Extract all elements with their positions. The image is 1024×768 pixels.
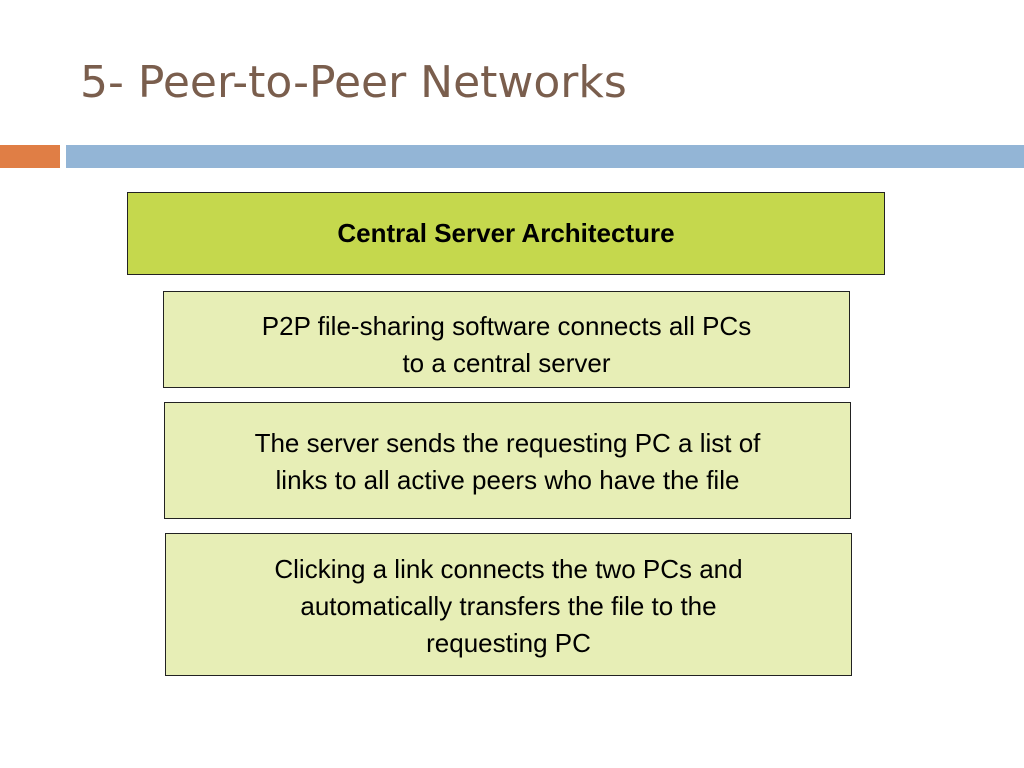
step-box-2: The server sends the requesting PC a lis… [164,402,851,519]
step-text-2: The server sends the requesting PC a lis… [254,428,761,495]
accent-bar-blue [66,145,1024,168]
step-text-1: P2P file-sharing software connects all P… [261,311,752,378]
step-text-3: Clicking a link connects the two PCs and… [274,554,743,658]
step-box-3: Clicking a link connects the two PCs and… [165,533,852,676]
step-box-1: P2P file-sharing software connects all P… [163,291,850,388]
slide-title: 5- Peer-to-Peer Networks [80,57,627,108]
diagram-header-box: Central Server Architecture [127,192,885,275]
diagram-header-label: Central Server Architecture [337,218,675,248]
accent-bar-orange [0,145,60,168]
